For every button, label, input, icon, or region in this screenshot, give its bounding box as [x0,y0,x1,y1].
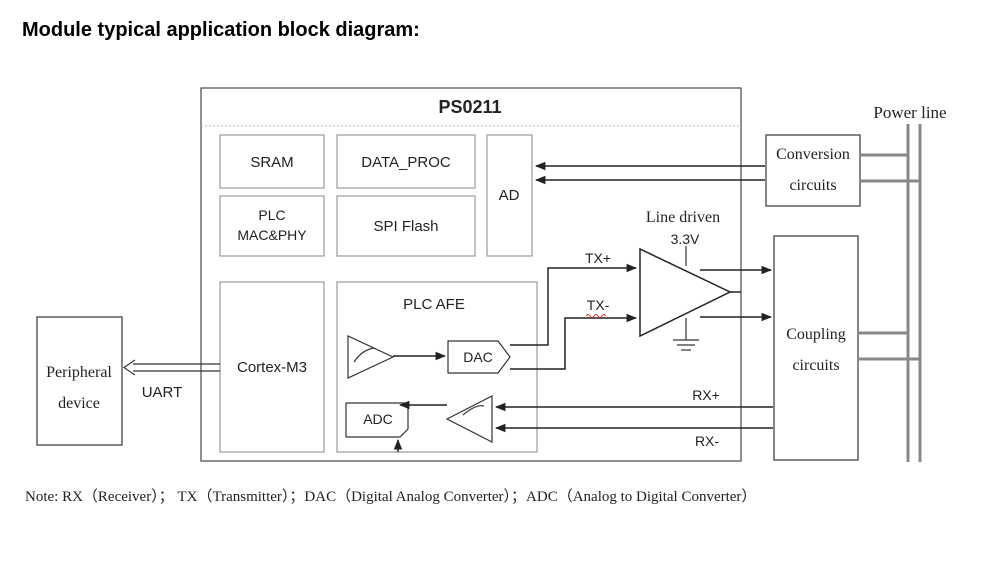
dac-block: DAC [447,340,511,374]
cortex-label: Cortex-M3 [237,359,307,376]
tx-filter-icon [347,335,395,379]
plc-mac-label-line1: PLC [258,207,285,223]
page-title: Module typical application block diagram… [22,19,420,41]
footnote: Note: RX（Receiver）； TX（Transmitter）；DAC（… [25,488,756,505]
conversion-label-line1: Conversion [776,146,850,163]
tx-minus-label: TX- [587,297,610,313]
power-line-label: Power line [873,103,946,122]
coupling-label-line1: Coupling [786,326,846,343]
conversion-circuits-block: Conversion circuits [765,134,861,207]
cortex-m3-block: Cortex-M3 [219,281,325,453]
spi-flash-label: SPI Flash [373,218,438,235]
afe-label: PLC AFE [403,296,465,313]
sram-block: SRAM [219,134,325,189]
dac-tx-plus-wire [510,267,560,346]
data-proc-label: DATA_PROC [361,154,451,171]
tx-minus-squiggle [585,314,607,318]
peripheral-device-block: Peripheral device [36,316,123,446]
rx-minus-label: RX- [695,433,719,449]
dac-label: DAC [463,349,493,365]
coupling-label-line2: circuits [792,357,839,374]
uart-label: UART [142,384,183,401]
peripheral-label-line1: Peripheral [46,364,112,381]
conversion-label-line2: circuits [789,177,836,194]
ad-block: AD [486,134,533,257]
line-driver-amplifier [639,246,732,351]
peripheral-label-line2: device [58,395,100,412]
data-proc-block: DATA_PROC [336,134,476,189]
spi-flash-block: SPI Flash [336,195,476,257]
plc-mac-label-line2: MAC&PHY [237,227,307,243]
power-line [858,124,922,462]
ad-label: AD [499,187,520,204]
sram-label: SRAM [250,154,293,171]
adc-block: ADC [345,402,409,438]
rx-filter-icon [445,395,493,443]
tx-plus-label: TX+ [585,250,611,266]
dac-tx-minus-wire [510,317,575,370]
coupling-circuits-block: Coupling circuits [773,235,859,461]
uart-connection-arrow [122,359,220,376]
rx-plus-label: RX+ [692,387,720,403]
voltage-label: 3.3V [671,231,700,247]
plc-mac-block: PLC MAC&PHY [219,195,325,257]
line-driven-label: Line driven [646,209,720,226]
chip-title: PS0211 [438,97,501,117]
adc-label: ADC [363,411,393,427]
